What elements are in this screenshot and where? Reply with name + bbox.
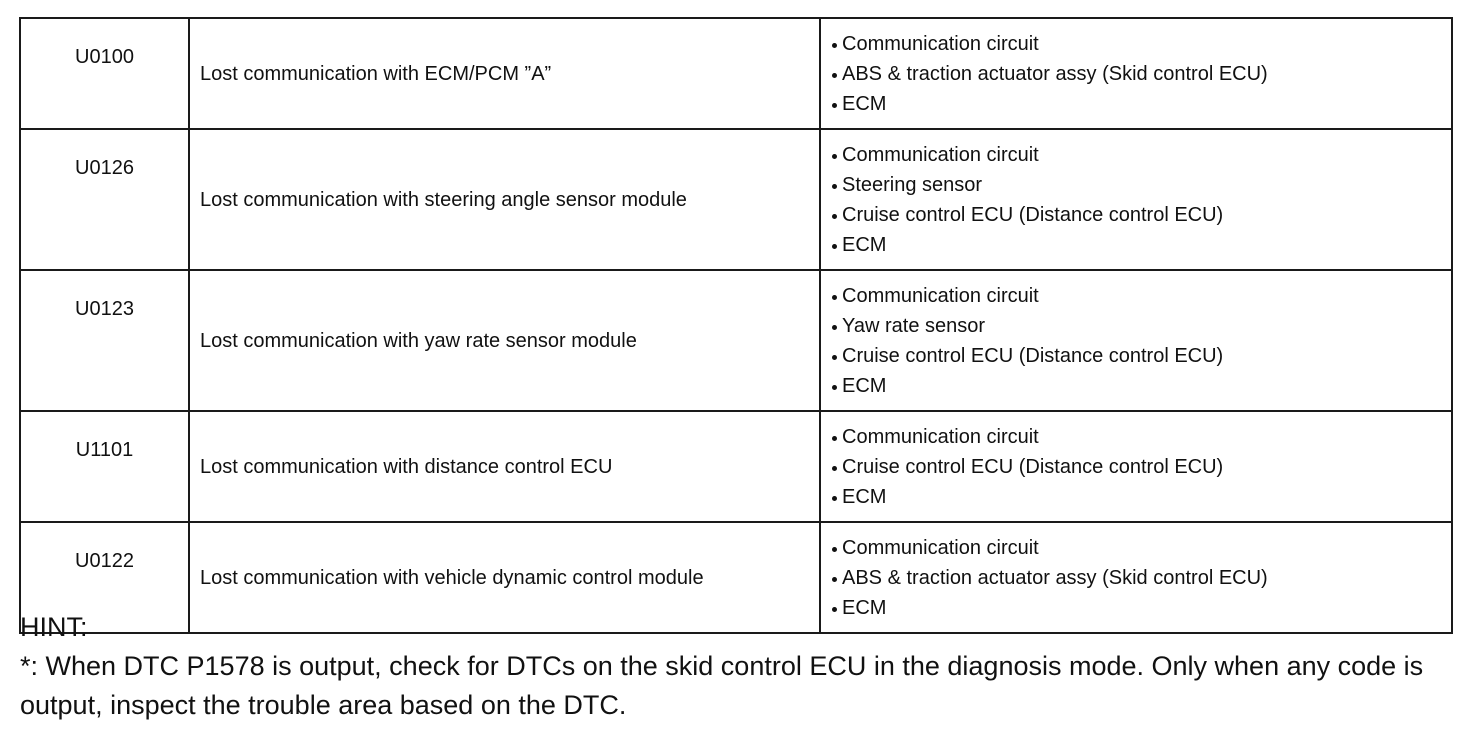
- hint-text: *: When DTC P1578 is output, check for D…: [20, 651, 1424, 720]
- dtc-description: Lost communication with steering angle s…: [188, 128, 821, 271]
- trouble-area-item: Communication circuit: [831, 140, 1443, 170]
- dtc-code-cell: U0126: [19, 128, 190, 271]
- trouble-area-item: Steering sensor: [831, 170, 1443, 200]
- trouble-area-item: Cruise control ECU (Distance control ECU…: [831, 341, 1443, 371]
- dtc-code-cell: U0100: [19, 17, 190, 130]
- trouble-area-item: Communication circuit: [831, 29, 1443, 59]
- table-row: U0100 Lost communication with ECM/PCM ”A”…: [19, 17, 1453, 130]
- table-row: U0122 Lost communication with vehicle dyn…: [19, 521, 1453, 634]
- trouble-area-item: ABS & traction actuator assy (Skid contr…: [831, 563, 1443, 593]
- trouble-area-item: ECM: [831, 482, 1443, 512]
- dtc-table: U0100 Lost communication with ECM/PCM ”A”…: [19, 17, 1453, 634]
- dtc-code-cell: U1101: [19, 410, 190, 523]
- dtc-code: U0100: [75, 46, 134, 68]
- dtc-description: Lost communication with yaw rate sensor …: [188, 269, 821, 412]
- dtc-code: U0122: [75, 550, 134, 572]
- trouble-area-item: ABS & traction actuator assy (Skid contr…: [831, 59, 1443, 89]
- hint-label: HINT:: [20, 612, 88, 642]
- hint-section: HINT: *: When DTC P1578 is output, check…: [20, 608, 1460, 725]
- trouble-area-item: ECM: [831, 593, 1443, 623]
- dtc-table-body: U0100 Lost communication with ECM/PCM ”A”…: [19, 17, 1453, 634]
- table-row: U0126 Lost communication with steering an…: [19, 128, 1453, 271]
- dtc-code-cell: U0122: [19, 521, 190, 634]
- trouble-area-item: Communication circuit: [831, 533, 1443, 563]
- dtc-code: U0126: [75, 157, 134, 179]
- table-row: U0123 Lost communication with yaw rate se…: [19, 269, 1453, 412]
- dtc-code: U1101: [75, 439, 134, 461]
- trouble-area-item: Cruise control ECU (Distance control ECU…: [831, 200, 1443, 230]
- trouble-area-item: ECM: [831, 230, 1443, 260]
- trouble-area-item: Yaw rate sensor: [831, 311, 1443, 341]
- trouble-area-item: Cruise control ECU (Distance control ECU…: [831, 452, 1443, 482]
- dtc-code: U0123: [75, 298, 134, 320]
- dtc-code-cell: U0123: [19, 269, 190, 412]
- trouble-area-item: Communication circuit: [831, 281, 1443, 311]
- trouble-area-item: ECM: [831, 89, 1443, 119]
- table-row: U1101 Lost communication with distance co…: [19, 410, 1453, 523]
- dtc-description: Lost communication with distance control…: [188, 410, 821, 523]
- trouble-area-item: ECM: [831, 371, 1443, 401]
- dtc-description: Lost communication with vehicle dynamic …: [188, 521, 821, 634]
- dtc-description: Lost communication with ECM/PCM ”A”: [188, 17, 821, 130]
- trouble-area-item: Communication circuit: [831, 422, 1443, 452]
